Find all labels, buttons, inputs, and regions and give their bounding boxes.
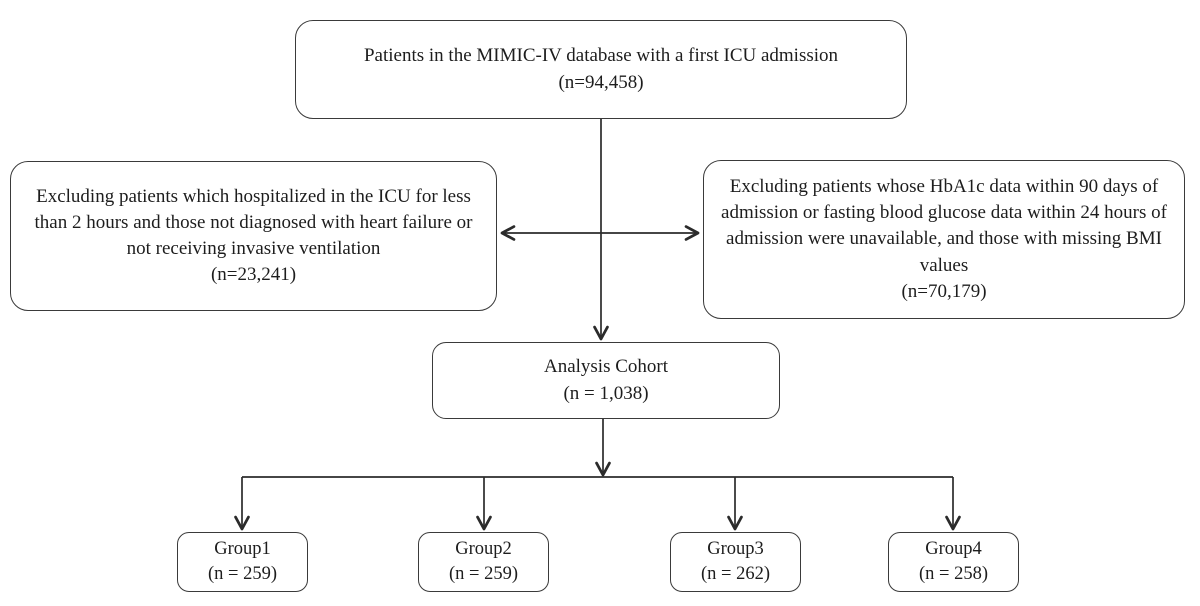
node-analysis-cohort: Analysis Cohort (n = 1,038) (432, 342, 780, 419)
node-group1-label: Group1 (214, 538, 271, 559)
node-group2: Group2 (n = 259) (418, 532, 549, 592)
node-exclusion-missing-data-label: Excluding patients whose HbA1c data with… (721, 175, 1167, 276)
node-group4: Group4 (n = 258) (888, 532, 1019, 592)
node-analysis-cohort-count: (n = 1,038) (563, 382, 649, 404)
node-exclusion-icu-stay: Excluding patients which hospitalized in… (10, 161, 497, 311)
node-group3-label: Group3 (707, 538, 764, 559)
node-group2-count: (n = 259) (448, 563, 518, 584)
node-mimic-population-count: (n=94,458) (558, 71, 644, 93)
node-group1-count: (n = 259) (207, 563, 277, 584)
node-exclusion-icu-stay-count: (n=23,241) (210, 264, 297, 286)
node-group4-label: Group4 (925, 538, 982, 559)
node-exclusion-missing-data: Excluding patients whose HbA1c data with… (703, 160, 1185, 319)
node-mimic-population: Patients in the MIMIC-IV database with a… (295, 20, 907, 119)
node-group2-label: Group2 (455, 538, 512, 559)
node-group3-count: (n = 262) (700, 563, 770, 584)
node-exclusion-icu-stay-label: Excluding patients which hospitalized in… (34, 185, 473, 259)
node-exclusion-missing-data-count: (n=70,179) (901, 280, 987, 302)
node-group1: Group1 (n = 259) (177, 532, 308, 592)
node-mimic-population-label: Patients in the MIMIC-IV database with a… (363, 45, 839, 67)
node-group3: Group3 (n = 262) (670, 532, 801, 592)
node-group4-count: (n = 258) (918, 563, 988, 584)
node-analysis-cohort-label: Analysis Cohort (543, 356, 669, 378)
